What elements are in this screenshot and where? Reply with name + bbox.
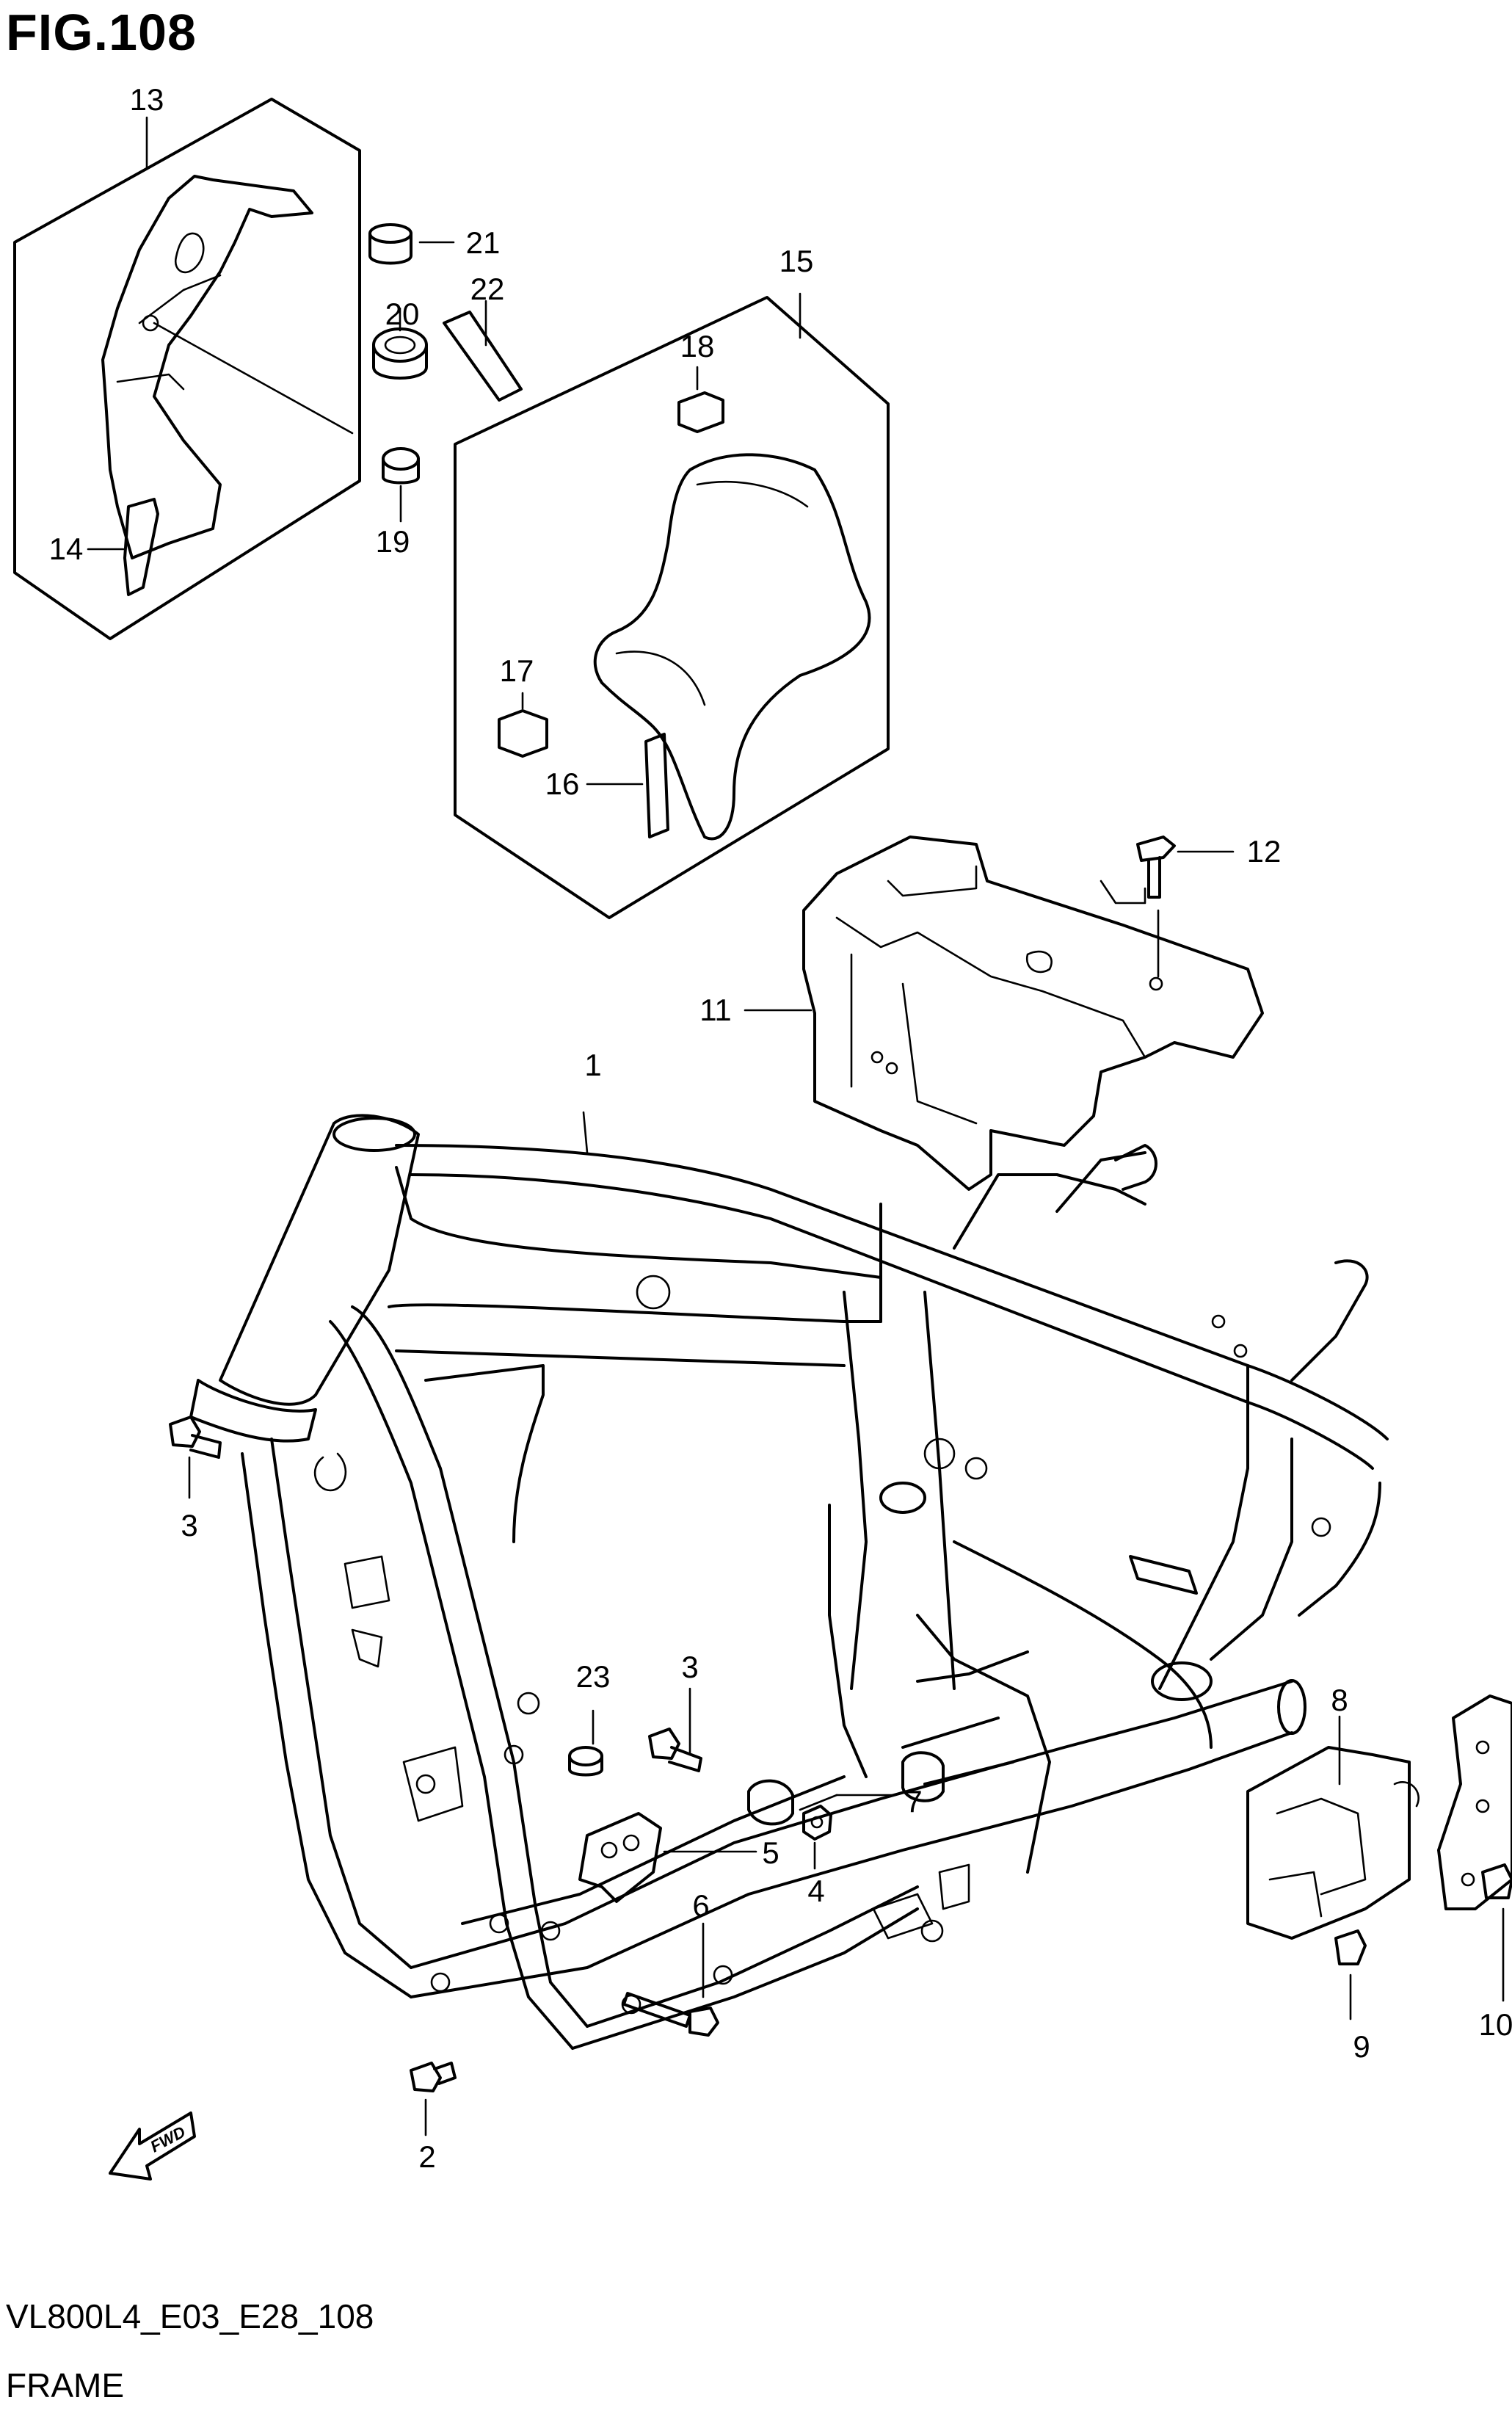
callout-22: 22 [470,272,505,306]
small-parts-19-22 [368,223,523,523]
callout-23: 23 [576,1659,611,1694]
callout-17: 17 [500,653,534,688]
callout-7: 7 [905,1784,922,1819]
callout-13: 13 [130,82,164,117]
diagram-name: FRAME [6,2366,124,2404]
inset-group-15 [454,292,890,919]
callout-21: 21 [466,225,501,260]
callout-20: 20 [385,297,420,331]
callout-6: 6 [692,1888,709,1923]
battery-tray-11 [744,835,1264,1191]
callout-labels: 1 2 3 3 4 5 6 7 8 9 10 11 12 13 14 15 16… [49,82,1512,2174]
callout-5: 5 [762,1835,779,1870]
bracket-8 [1246,1694,1512,2020]
callout-19: 19 [376,524,410,559]
bolt-12 [1136,835,1235,978]
engine-mount-5 [578,1812,757,1903]
callout-3-center: 3 [681,1650,698,1684]
inset-group-13 [13,98,361,640]
callout-4: 4 [807,1874,824,1908]
callout-3-left: 3 [181,1508,197,1543]
callout-1: 1 [584,1048,601,1082]
callout-12: 12 [1247,834,1282,869]
fwd-arrow-icon: FWD [109,2112,196,2181]
callout-8: 8 [1331,1683,1348,1717]
callout-18: 18 [680,329,715,363]
callout-15: 15 [779,244,814,278]
callout-9: 9 [1353,2029,1370,2064]
callout-16: 16 [545,766,580,801]
main-frame-1 [189,1111,1389,2050]
diagram-code: VL800L4_E03_E28_108 [6,2297,374,2335]
callout-10: 10 [1479,2007,1512,2042]
callout-14: 14 [49,532,84,566]
figure-title: FIG.108 [6,4,197,61]
fasteners [169,1416,945,2136]
callout-11: 11 [699,993,732,1027]
callout-2: 2 [418,2139,435,2174]
